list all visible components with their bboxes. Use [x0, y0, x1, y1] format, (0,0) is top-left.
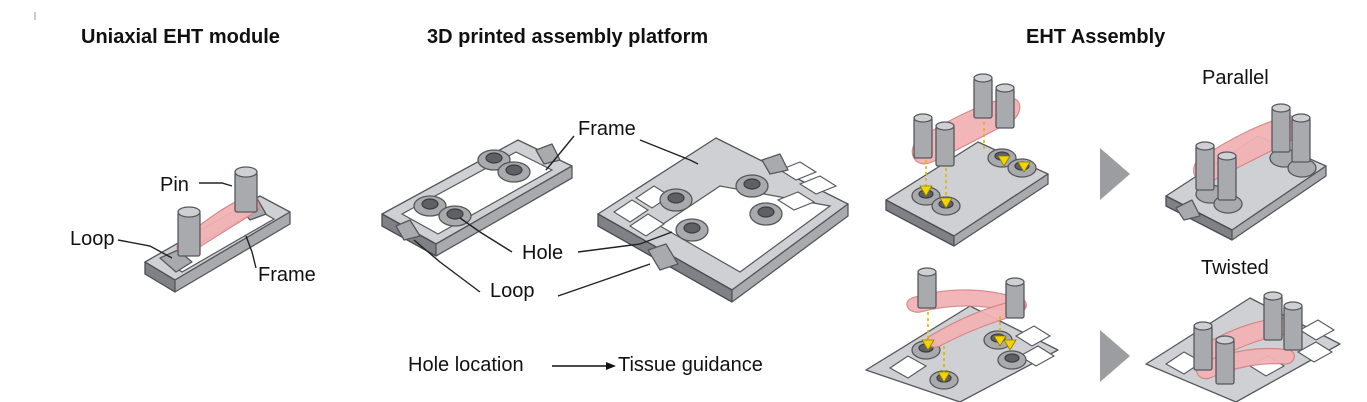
label-frame: Frame	[258, 264, 316, 286]
module-title: Uniaxial EHT module	[81, 26, 280, 48]
arrow-right-icon	[552, 362, 616, 370]
eht-module-drawing	[117, 166, 291, 293]
assembly-twisted-after	[1145, 291, 1341, 402]
label-loop: Loop	[70, 228, 115, 250]
play-triangle-icon	[1100, 148, 1130, 200]
label-platform-hole: Hole	[522, 242, 564, 264]
assembly-twisted-before	[865, 267, 1059, 402]
label-platform-loop: Loop	[490, 280, 535, 302]
caption-tissue-guidance: Tissue guidance	[618, 354, 763, 376]
assembly-parallel-before	[885, 73, 1049, 247]
play-triangle-icon	[1100, 330, 1130, 382]
assembly-title: EHT Assembly	[1026, 26, 1166, 48]
platform-large-drawing	[597, 137, 849, 303]
label-pin: Pin	[160, 174, 189, 196]
label-platform-frame: Frame	[578, 118, 636, 140]
caption-hole-location: Hole location	[408, 354, 524, 376]
label-parallel: Parallel	[1202, 67, 1269, 89]
platform-title: 3D printed assembly platform	[427, 26, 709, 48]
platform-small-drawing	[381, 139, 573, 257]
assembly-parallel-after	[1165, 103, 1327, 241]
label-twisted: Twisted	[1201, 257, 1269, 279]
